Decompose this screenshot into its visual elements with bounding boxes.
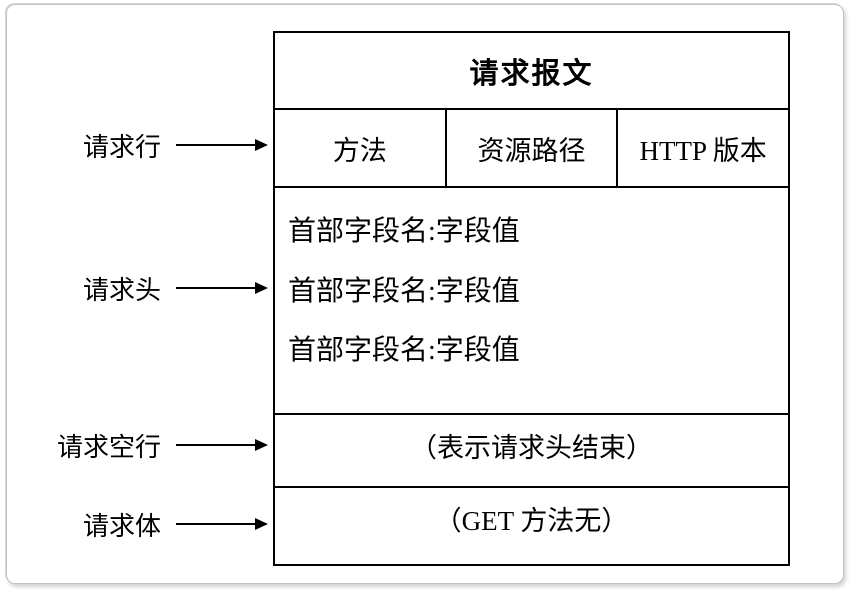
header-field-line: 首部字段名:字段值 [288,275,520,307]
request-message-table: 请求报文 方法 资源路径 HTTP 版本 首部字段名:字段值 首部字段名:字段值… [273,31,790,566]
right-arrow-icon [176,282,268,294]
header-field-line: 首部字段名:字段值 [288,334,520,366]
cell-http-version: HTTP 版本 [616,110,788,186]
header-field-line: 首部字段名:字段值 [288,216,520,248]
request-blank-line-row: （表示请求头结束） [275,413,788,486]
right-arrow-icon [176,439,268,451]
blank-line-text: （表示请求头结束） [410,433,653,463]
annotation-request-line: 请求行 [0,127,268,163]
annotation-label: 请求行 [82,132,161,162]
annotation-request-head: 请求头 [0,270,268,306]
annotation-request-blank: 请求空行 [0,427,268,463]
request-body-row: （GET 方法无） [275,486,788,564]
annotation-label: 请求体 [82,511,161,541]
right-arrow-icon [176,518,268,530]
table-title-row: 请求报文 [275,33,788,108]
annotation-label: 请求头 [82,275,161,305]
request-headers-row: 首部字段名:字段值 首部字段名:字段值 首部字段名:字段值 [275,186,788,413]
annotation-request-body: 请求体 [0,506,268,542]
body-text: （GET 方法无） [434,506,629,536]
request-line-row: 方法 资源路径 HTTP 版本 [275,108,788,186]
right-arrow-icon [176,139,268,151]
table-title: 请求报文 [469,57,594,90]
annotation-label: 请求空行 [56,432,161,462]
cell-resource-path: 资源路径 [444,110,617,186]
cell-method: 方法 [332,135,387,166]
